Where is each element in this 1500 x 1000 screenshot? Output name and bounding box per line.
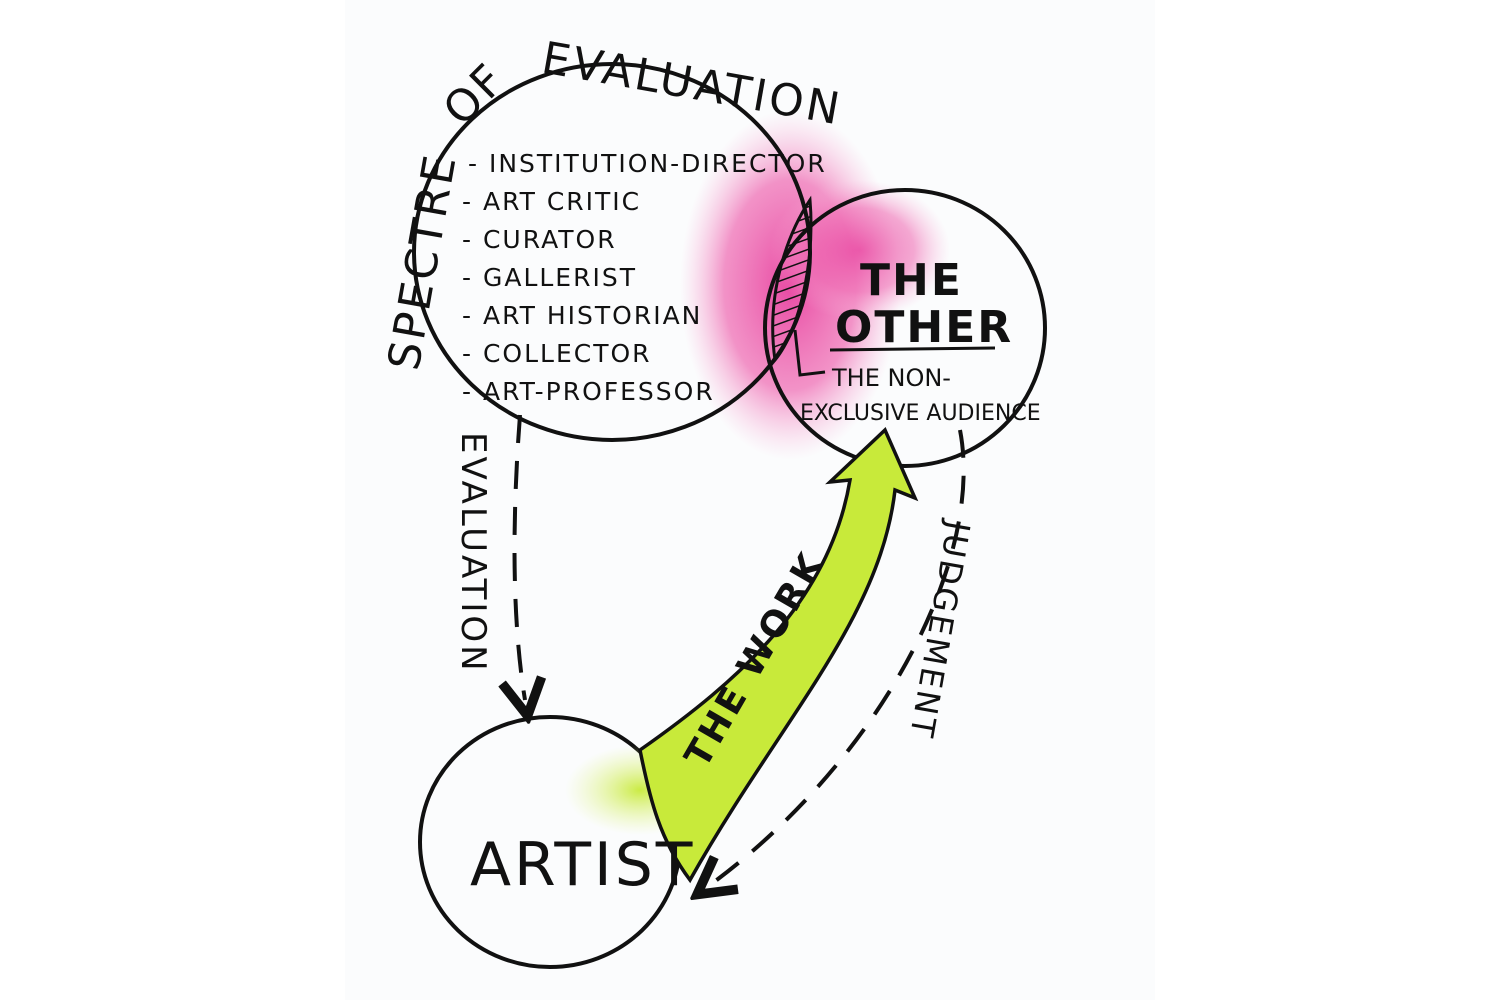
list-item: - ART-PROFESSOR [462, 377, 715, 406]
list-item: - INSTITUTION-DIRECTOR [468, 149, 827, 178]
evaluation-arrow [515, 414, 525, 700]
list-item: - ART CRITIC [462, 187, 641, 216]
the-work-arrow [638, 427, 919, 884]
evaluators-list: - INSTITUTION-DIRECTOR - ART CRITIC - CU… [462, 149, 827, 406]
other-subtitle-line2: EXCLUSIVE AUDIENCE [800, 401, 1041, 426]
list-item: - COLLECTOR [462, 339, 652, 368]
list-item: - GALLERIST [462, 263, 637, 292]
pink-marker-shading-right [770, 180, 950, 320]
list-item: - ART HISTORIAN [462, 301, 702, 330]
intersection-hatch [771, 195, 813, 364]
other-subtitle-line1: THE NON- [831, 364, 951, 392]
artist-label: ARTIST [470, 830, 695, 900]
evaluation-label: EVALUATION [453, 432, 493, 674]
list-item: - CURATOR [462, 225, 617, 254]
other-title-line1: THE [860, 255, 963, 306]
underline [829, 346, 996, 352]
other-title-line2: OTHER [835, 302, 1013, 353]
judgement-arrow [710, 429, 966, 885]
pointer-line [793, 329, 826, 377]
other-circle [763, 188, 1047, 468]
